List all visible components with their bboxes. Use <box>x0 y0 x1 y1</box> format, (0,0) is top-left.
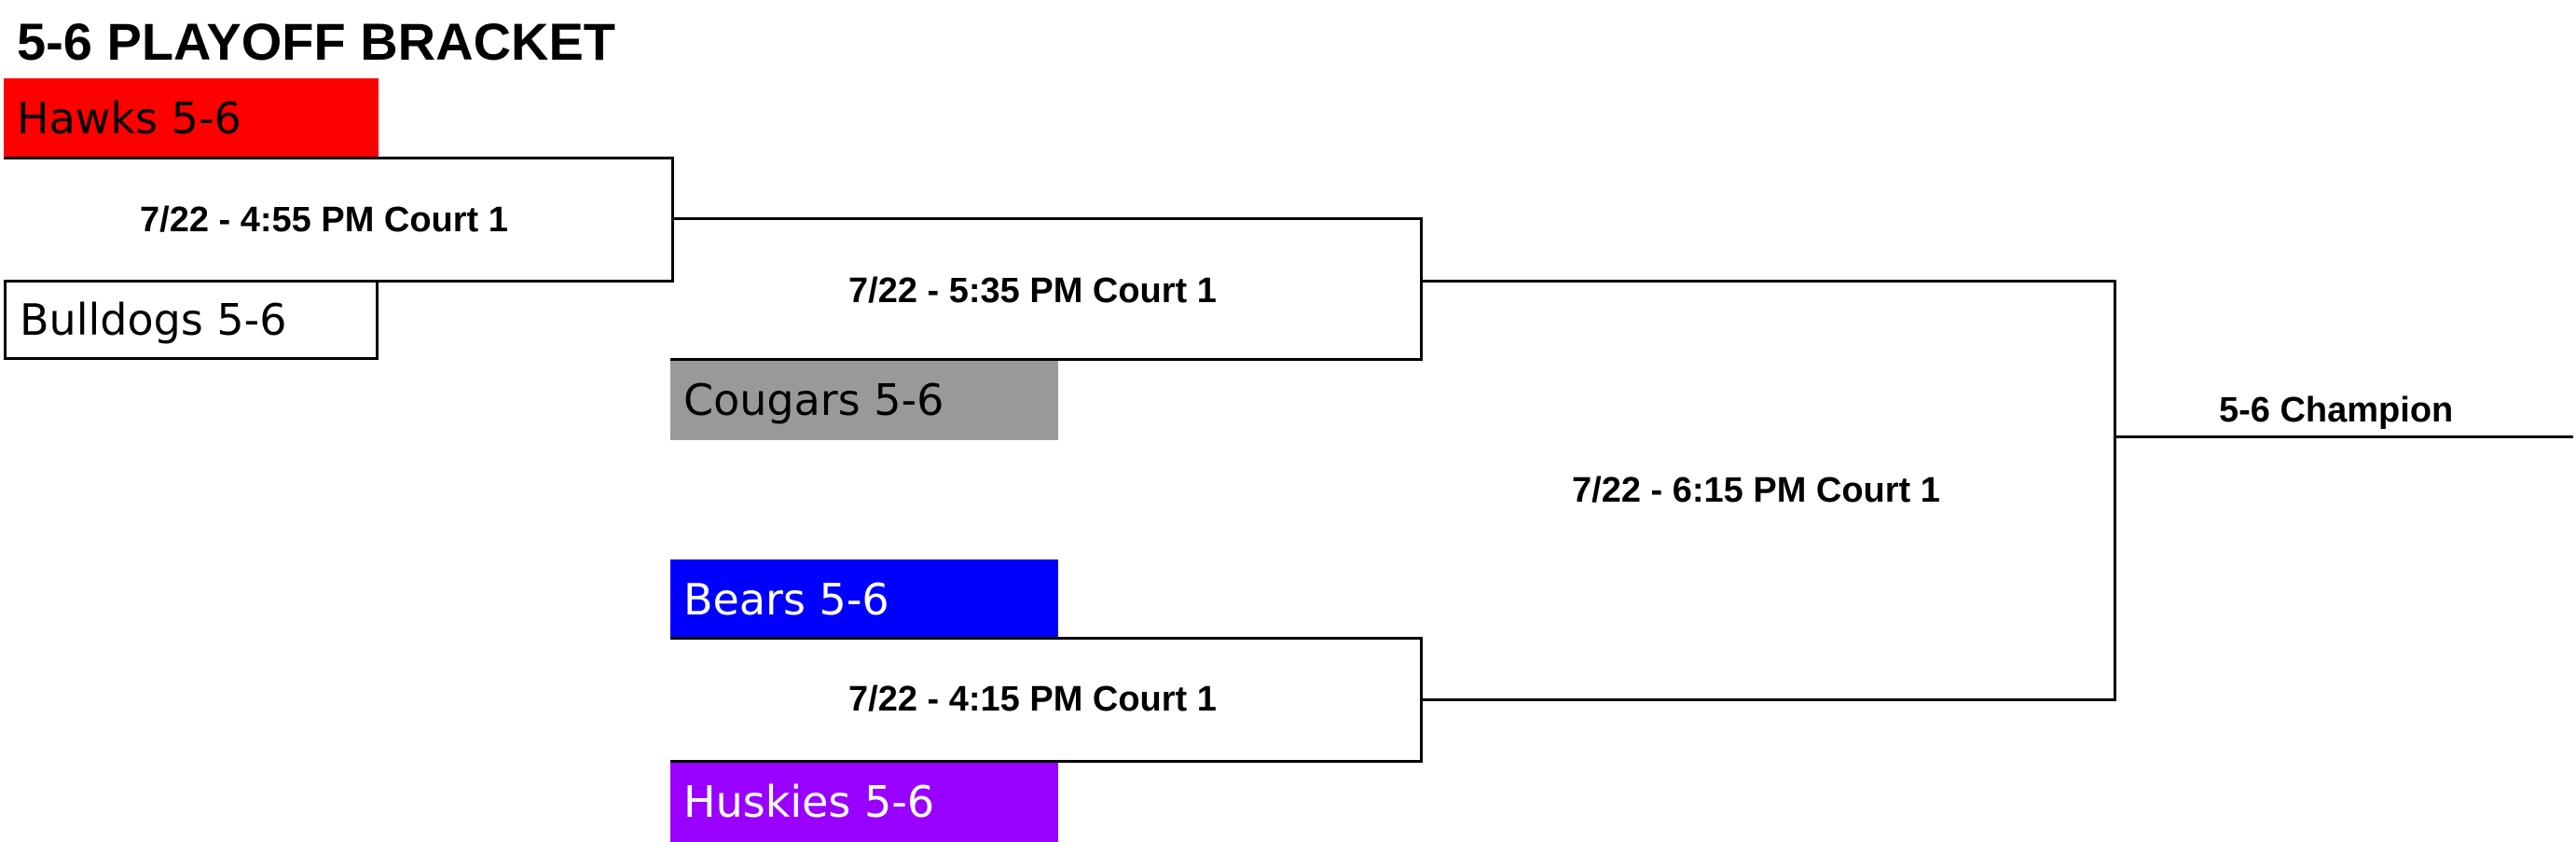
team-slot-cougars: Cougars 5-6 <box>670 360 1058 440</box>
bracket-line <box>670 637 1423 640</box>
team-slot-huskies: Huskies 5-6 <box>670 762 1058 842</box>
game-label: 7/22 - 4:15 PM Court 1 <box>848 680 1217 719</box>
bracket-line <box>670 760 1423 763</box>
game-label: 7/22 - 5:35 PM Court 1 <box>848 271 1217 311</box>
bracket-line <box>670 358 1423 361</box>
team-slot-hawks: Hawks 5-6 <box>4 78 379 159</box>
bracket-line <box>2116 435 2573 438</box>
bracket-line <box>2114 280 2116 701</box>
game-label: 7/22 - 4:55 PM Court 1 <box>140 200 508 240</box>
team-slot-bulldogs: Bulldogs 5-6 <box>4 280 379 360</box>
bracket-line <box>379 280 674 283</box>
bracket-line <box>4 157 674 159</box>
bracket-line <box>1420 217 1423 361</box>
bracket-line <box>671 157 674 283</box>
bracket-title: 5-6 PLAYOFF BRACKET <box>17 12 616 71</box>
bracket-line <box>1423 280 2116 283</box>
team-slot-bears: Bears 5-6 <box>670 559 1058 640</box>
bracket-line <box>1423 698 2116 701</box>
bracket-line <box>1420 637 1423 763</box>
champion-label: 5-6 Champion <box>2219 391 2454 430</box>
bracket-line <box>674 217 1423 220</box>
game-label: 7/22 - 6:15 PM Court 1 <box>1572 471 1940 510</box>
